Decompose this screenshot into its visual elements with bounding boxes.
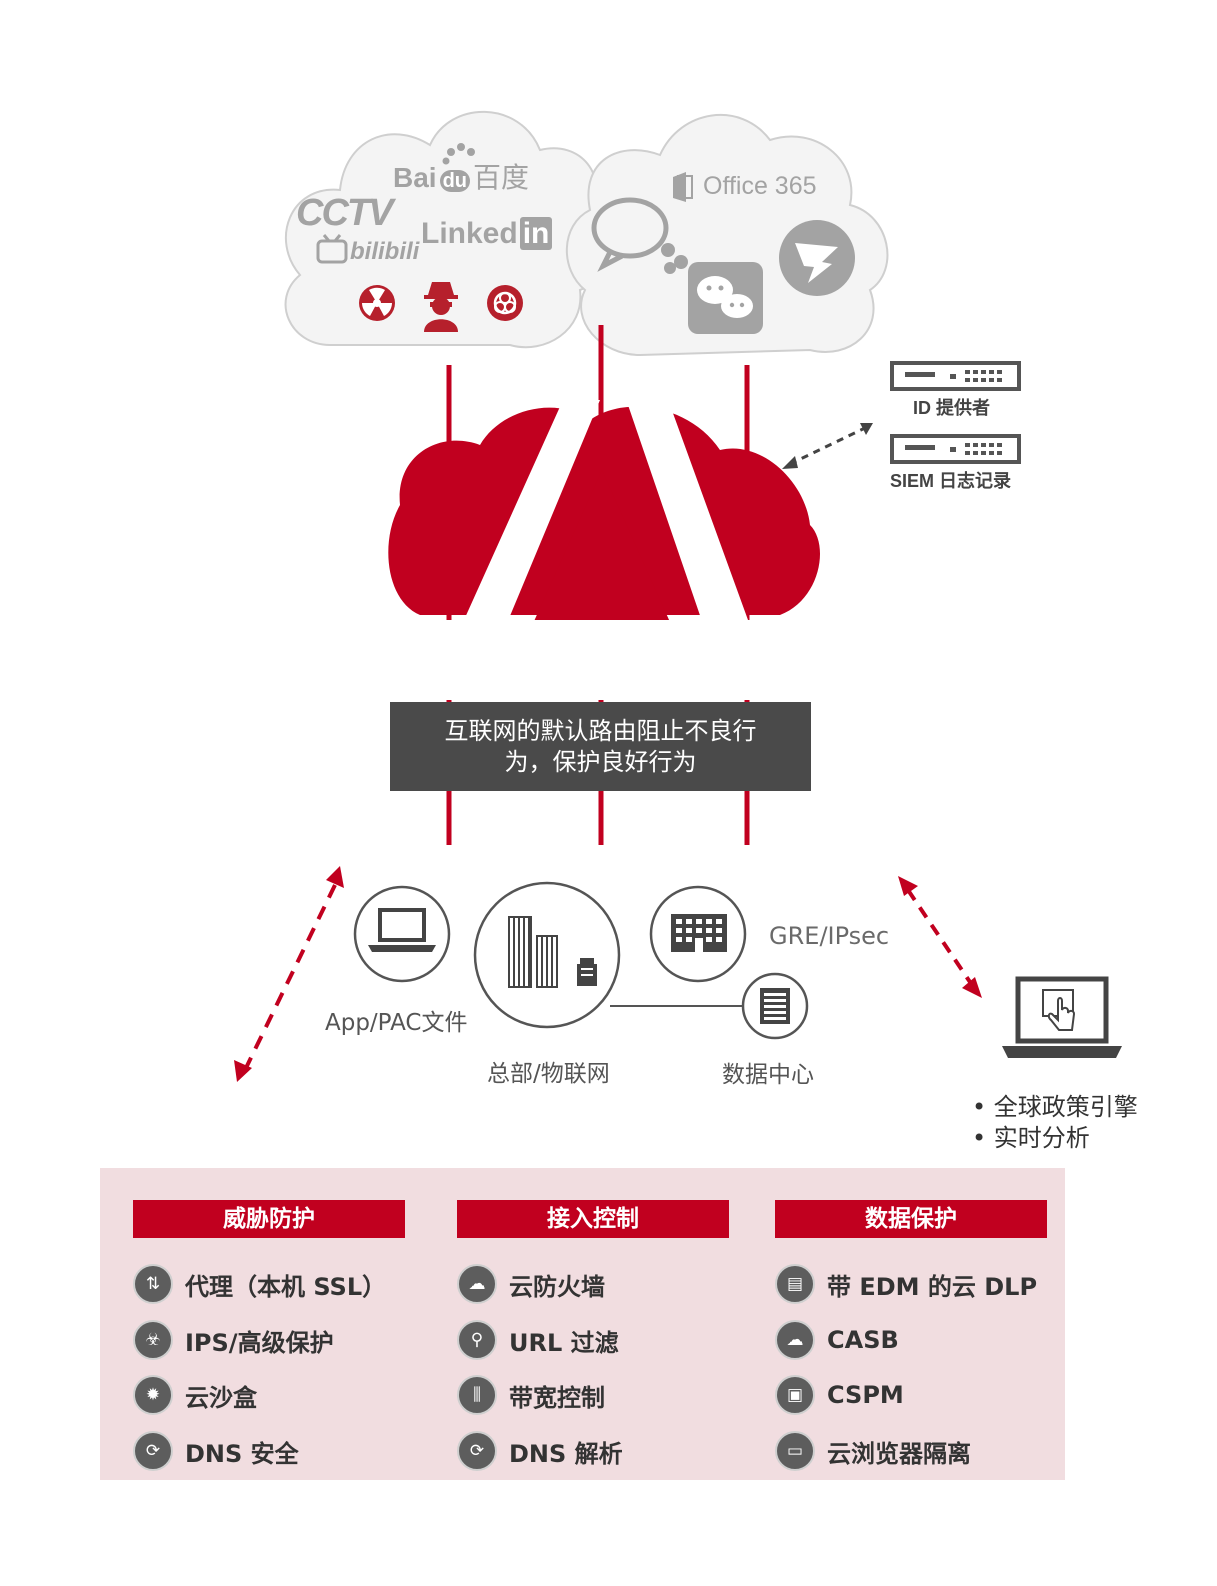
feature-dns-security-label: DNS 安全 <box>185 1439 299 1468</box>
siem-server <box>890 434 1021 464</box>
hq-iot-label: 总部/物联网 <box>487 1061 610 1087</box>
dingtalk-icon <box>779 220 855 296</box>
data-protection-header: 数据保护 <box>775 1200 1047 1238</box>
headquarters-circle-icon <box>473 881 621 1029</box>
security-cloud-logo <box>388 400 820 700</box>
gre-ipsec-label: GRE/IPsec <box>769 922 890 950</box>
feature-sandbox: ✹ 云沙盒 <box>133 1373 257 1417</box>
linkedin-logo-text: Linked <box>421 217 518 250</box>
biohazard-shield-icon: ☣ <box>133 1320 173 1360</box>
server-link-arrow <box>782 423 873 469</box>
cctv-logo: CCTV <box>296 192 393 234</box>
feature-proxy-label: 代理（本机 SSL） <box>185 1272 387 1301</box>
app-pac-label: App/PAC文件 <box>325 1010 468 1036</box>
dns-resolve-icon: ⟳ <box>457 1431 497 1471</box>
radiation-icon <box>359 285 395 321</box>
hacker-icon <box>424 282 458 332</box>
folder-lock-icon: ▤ <box>775 1264 815 1304</box>
lock-document-icon: ▣ <box>775 1375 815 1415</box>
dns-security-icon: ⟳ <box>133 1431 173 1471</box>
feature-dlp: ▤ 带 EDM 的云 DLP <box>775 1262 1037 1306</box>
banner-line-2: 为，保护良好行为 <box>504 747 697 776</box>
right-app-cloud <box>565 114 889 357</box>
feature-cspm: ▣ CSPM <box>775 1373 904 1417</box>
chat-bubbles-icon <box>591 197 688 274</box>
bandwidth-sliders-icon: ⫼ <box>457 1375 497 1415</box>
analytics-bullet-2: • 实时分析 <box>972 1124 1090 1152</box>
threat-protection-header: 威胁防护 <box>133 1200 405 1238</box>
id-provider-label: ID 提供者 <box>913 398 991 418</box>
wechat-icon <box>688 262 763 334</box>
branch-building-circle-icon <box>649 885 747 983</box>
biohazard-icon <box>487 285 523 321</box>
isolation-browser-icon: ▭ <box>775 1431 815 1471</box>
access-control-header: 接入控制 <box>457 1200 729 1238</box>
baidu-paw-icon <box>442 143 475 165</box>
feature-dns-security: ⟳ DNS 安全 <box>133 1429 299 1473</box>
feature-browser-isolation: ▭ 云浏览器隔离 <box>775 1429 971 1473</box>
analytics-laptop-icon <box>1002 976 1122 1058</box>
right-red-arrow <box>898 876 982 998</box>
feature-cloud-firewall: ☁ 云防火墙 <box>457 1262 605 1306</box>
feature-ips: ☣ IPS/高级保护 <box>133 1318 334 1362</box>
baidu-logo-du: du <box>439 170 471 192</box>
feature-proxy: ⇅ 代理（本机 SSL） <box>133 1262 386 1306</box>
banner-line-1: 互联网的默认路由阻止不良行 <box>444 716 757 745</box>
analytics-bullet-1: • 全球政策引擎 <box>972 1093 1138 1121</box>
feature-bandwidth-label: 带宽控制 <box>509 1383 605 1412</box>
cloud-firewall-icon: ☁ <box>457 1264 497 1304</box>
laptop-circle-icon <box>353 885 451 983</box>
feature-browser-isolation-label: 云浏览器隔离 <box>827 1439 971 1468</box>
baidu-logo-cn: 百度 <box>473 162 530 193</box>
siem-label: SIEM 日志记录 <box>890 471 1012 491</box>
sandbox-icon: ✹ <box>133 1375 173 1415</box>
feature-dns-resolve: ⟳ DNS 解析 <box>457 1429 623 1473</box>
feature-cspm-label: CSPM <box>827 1381 904 1409</box>
id-provider-server <box>890 361 1021 391</box>
feature-dlp-label: 带 EDM 的云 DLP <box>827 1272 1038 1301</box>
feature-casb: ☁ CASB <box>775 1318 899 1362</box>
linkedin-logo-in: in <box>519 217 553 250</box>
feature-casb-label: CASB <box>827 1326 899 1354</box>
office365-logo: Office 365 <box>703 172 817 200</box>
left-red-arrow <box>234 866 344 1082</box>
bilibili-logo: bilibili <box>350 238 420 265</box>
default-route-banner: 互联网的默认路由阻止不良行 为，保护良好行为 <box>390 702 811 791</box>
feature-sandbox-label: 云沙盒 <box>185 1383 257 1412</box>
analytics-bullet-1-text: 全球政策引擎 <box>993 1093 1138 1121</box>
bilibili-icon <box>316 234 348 264</box>
casb-icon: ☁ <box>775 1320 815 1360</box>
proxy-icon: ⇅ <box>133 1264 173 1304</box>
feature-bandwidth: ⫼ 带宽控制 <box>457 1373 605 1417</box>
magnifier-icon: ⚲ <box>457 1320 497 1360</box>
baidu-logo-text: Bai <box>393 162 437 193</box>
analytics-bullet-2-text: 实时分析 <box>993 1124 1090 1152</box>
feature-cloud-firewall-label: 云防火墙 <box>509 1272 605 1301</box>
feature-url-filter-label: URL 过滤 <box>509 1328 619 1357</box>
feature-ips-label: IPS/高级保护 <box>185 1328 334 1357</box>
datacenter-label: 数据中心 <box>722 1062 814 1088</box>
office-icon <box>673 172 693 202</box>
datacenter-circle-icon <box>741 972 809 1040</box>
feature-dns-resolve-label: DNS 解析 <box>509 1439 623 1468</box>
feature-url-filter: ⚲ URL 过滤 <box>457 1318 619 1362</box>
